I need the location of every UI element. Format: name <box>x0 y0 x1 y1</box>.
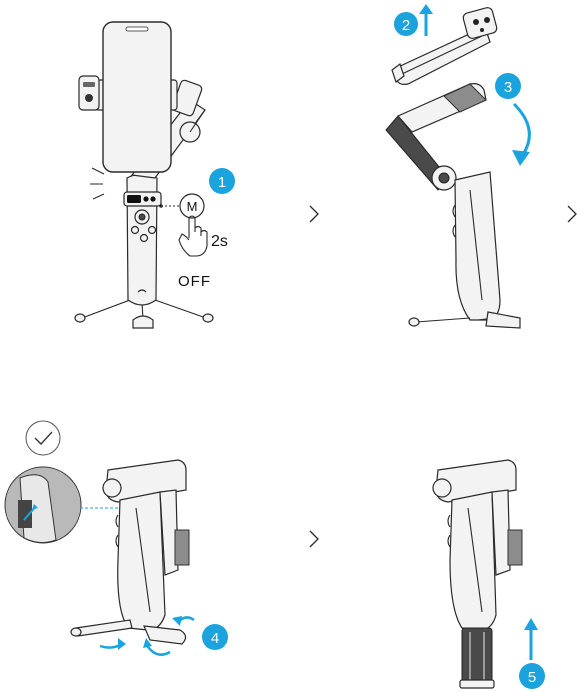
tripod <box>71 620 186 644</box>
chevron-right-icon <box>310 206 318 222</box>
smartphone <box>103 22 171 172</box>
panel-step-4: 4 <box>5 421 228 655</box>
folded-tripod <box>460 628 494 688</box>
shutter-button <box>149 227 156 234</box>
panel-step-2-3: 2 3 <box>386 4 530 328</box>
folded-gimbal <box>103 460 189 630</box>
detail-zoom <box>5 467 81 543</box>
checkmark-circle-icon <box>26 421 60 455</box>
gimbal-handle <box>455 172 500 320</box>
svg-text:5: 5 <box>528 669 536 686</box>
svg-text:2: 2 <box>402 17 410 34</box>
svg-text:3: 3 <box>504 79 512 96</box>
chevron-right-icon <box>310 531 318 547</box>
fill-light <box>79 76 99 110</box>
hold-time-label: 2s <box>211 233 228 250</box>
svg-text:4: 4 <box>211 630 219 647</box>
step-badge-5: 5 <box>519 663 545 689</box>
m-button-label: M <box>187 199 198 214</box>
folded-gimbal <box>433 460 522 630</box>
chevron-right-icon <box>568 206 576 222</box>
vibration-marks <box>90 168 104 199</box>
panel-step-1: M 2s OFF 1 <box>75 22 235 328</box>
panel-step-5: 5 <box>433 460 545 689</box>
m-button: M <box>180 194 204 218</box>
up-arrow-icon <box>524 618 538 660</box>
hand-press-icon <box>179 216 207 256</box>
step-badge-4: 4 <box>202 624 228 650</box>
up-arrow-icon <box>419 4 433 36</box>
step-badge-3: 3 <box>495 73 521 99</box>
curved-arrow-icon <box>512 104 530 166</box>
svg-text:1: 1 <box>218 174 226 191</box>
folding-arm <box>386 84 486 190</box>
step-badge-1: 1 <box>209 168 235 194</box>
step-badge-2: 2 <box>394 12 418 36</box>
state-label: OFF <box>178 273 211 290</box>
